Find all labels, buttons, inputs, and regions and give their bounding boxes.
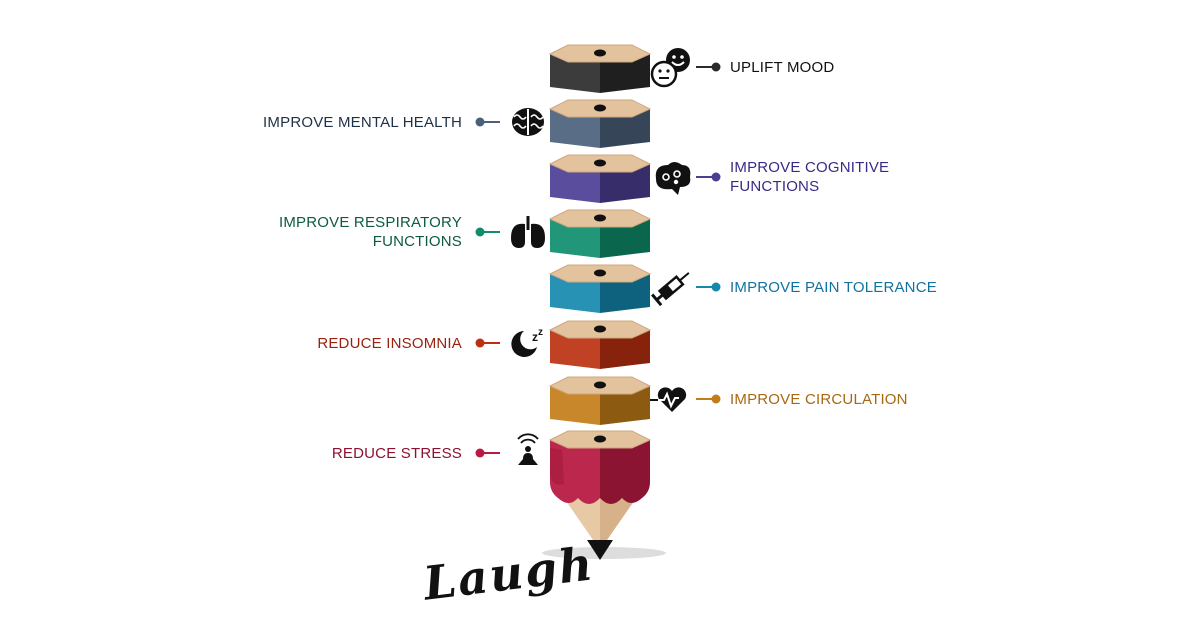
- benefit-label: REDUCE INSOMNIA: [162, 334, 462, 353]
- pencil-block-hole: [594, 269, 606, 277]
- pencil-block: [548, 209, 652, 258]
- benefit-label: IMPROVE MENTAL HEALTH: [162, 113, 462, 132]
- pencil-block-hole: [594, 159, 606, 167]
- connector-dot: [475, 448, 485, 458]
- meditation-icon: [517, 433, 539, 465]
- pencil-block-hole: [594, 381, 606, 389]
- benefit-label-line: REDUCE STRESS: [331, 444, 462, 462]
- svg-text:z: z: [532, 330, 538, 344]
- benefit-label-line: IMPROVE RESPIRATORY: [278, 214, 462, 231]
- pencil-block-hole: [594, 104, 606, 112]
- benefit-label-line: REDUCE INSOMNIA: [317, 334, 462, 352]
- laugh-script-word: Laugh: [419, 536, 597, 611]
- pencil-block-hole: [594, 214, 606, 222]
- benefit-label: UPLIFT MOOD: [730, 58, 1030, 77]
- benefit-label-line: UPLIFT MOOD: [730, 58, 835, 76]
- benefit-label: IMPROVE CIRCULATION: [730, 390, 1030, 409]
- pencil-block-hole: [594, 49, 606, 57]
- connector-dot: [711, 172, 721, 182]
- svg-text:z: z: [538, 327, 543, 338]
- lungs-icon: [511, 216, 545, 248]
- connector-dot: [711, 62, 721, 72]
- benefit-label: IMPROVE COGNITIVE FUNCTIONS: [730, 158, 1030, 196]
- pencil-block: [548, 99, 652, 148]
- cognitive-brain-icon: [655, 162, 691, 195]
- pencil-block: [548, 264, 652, 313]
- pencil-lead: [587, 540, 613, 560]
- pencil-block: [548, 320, 652, 369]
- benefit-label-line: IMPROVE MENTAL HEALTH: [263, 113, 462, 131]
- brain-icon: [512, 108, 544, 136]
- benefit-label-line: IMPROVE PAIN TOLERANCE: [730, 278, 937, 296]
- pencil-block: [548, 44, 652, 93]
- connector-dot: [711, 394, 721, 404]
- syringe-icon: [651, 272, 690, 307]
- pencil-block: [548, 430, 652, 504]
- heartbeat-icon: [650, 387, 687, 412]
- connector-dot: [475, 117, 485, 127]
- pencil-block-hole: [594, 325, 606, 333]
- smiley-faces-icon: [650, 48, 690, 88]
- connector-dot: [475, 338, 485, 348]
- pencil-block: [548, 154, 652, 203]
- benefit-label-line: IMPROVE CIRCULATION: [730, 390, 908, 408]
- connector-dot: [711, 282, 721, 292]
- pencil-block-hole: [594, 435, 606, 443]
- benefit-label: IMPROVE PAIN TOLERANCE: [730, 278, 1030, 297]
- benefit-label: IMPROVE RESPIRATORY FUNCTIONS: [162, 213, 462, 251]
- benefit-label-line: IMPROVE COGNITIVE: [730, 159, 890, 176]
- benefit-label: REDUCE STRESS: [162, 444, 462, 463]
- connector-dot: [475, 227, 485, 237]
- benefit-label-line: FUNCTIONS: [730, 178, 820, 195]
- benefit-label-line: FUNCTIONS: [372, 233, 462, 250]
- pencil-block: [548, 376, 652, 425]
